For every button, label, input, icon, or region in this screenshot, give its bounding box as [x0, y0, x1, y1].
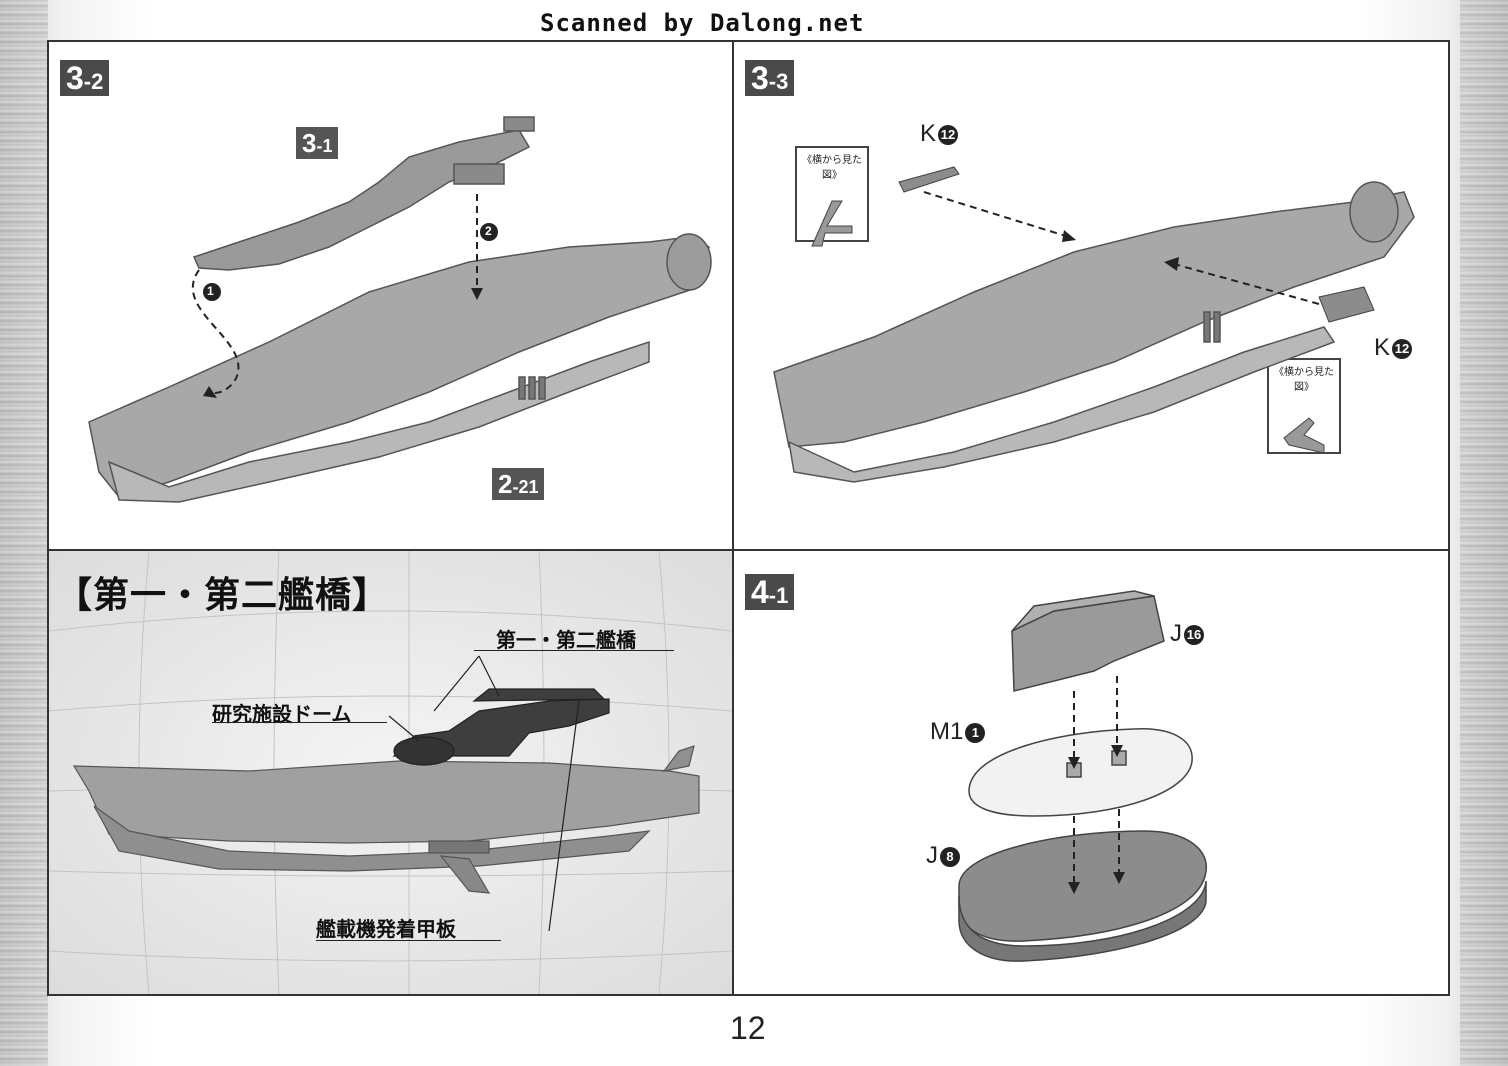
part-m1-1 — [968, 728, 1193, 817]
side-view-box-left: 《横から見た図》 — [795, 146, 869, 247]
callout-main: 3 — [302, 128, 317, 158]
step-badge-3-3: 3-3 — [745, 60, 795, 96]
side-view-diagram — [1283, 417, 1325, 454]
k12-part-top — [898, 166, 960, 193]
left-edge-texture — [0, 0, 48, 1066]
scan-watermark: Scanned by Dalong.net — [540, 9, 865, 37]
callout-sub: -21 — [512, 477, 539, 497]
order-marker-1 — [203, 283, 221, 301]
ship-assembly-illustration-3-3 — [773, 166, 1415, 483]
label-flight-deck: 艦載機発着甲板 — [316, 917, 456, 941]
ship-assembly-illustration-3-2 — [88, 116, 712, 503]
stand-assembly-illustration-4-1 — [958, 590, 1207, 962]
callout-sub: -1 — [316, 136, 333, 156]
side-view-caption: 《横から見た図》 — [802, 155, 862, 181]
part-letter: J — [926, 842, 938, 869]
part-j16 — [1011, 590, 1165, 692]
vertical-divider — [732, 40, 734, 996]
part-letter: K — [920, 120, 937, 147]
side-view-caption: 《横から見た図》 — [1274, 367, 1334, 393]
leader-line-bridges — [474, 650, 674, 651]
part-letter: M1 — [930, 718, 964, 745]
step-number: 3 — [66, 60, 84, 96]
label-first-second-bridge: 第一・第二艦橋 — [496, 628, 636, 652]
part-letter: J — [1170, 620, 1182, 647]
part-j8 — [958, 830, 1207, 962]
leader-line-dome — [212, 722, 387, 723]
step-badge-3-2: 3-2 — [60, 60, 110, 96]
bridge-section-title: 【第一・第二艦橋】 — [56, 574, 390, 616]
order-marker-2 — [480, 223, 498, 241]
part-number: 1 — [965, 722, 986, 743]
order-marker-2-label: 2 — [485, 224, 492, 238]
part-letter: K — [1374, 334, 1391, 361]
upper-deck-part — [192, 116, 535, 271]
main-hull — [88, 233, 712, 503]
bridge-ship-illustration — [72, 655, 700, 932]
part-number: 12 — [1392, 338, 1413, 359]
callout-main: 2 — [498, 469, 513, 499]
k12-part-right — [1318, 286, 1375, 323]
callout-2-21: 2-21 — [492, 468, 545, 500]
part-number: 12 — [938, 124, 959, 145]
step-badge-4-1: 4-1 — [745, 574, 795, 610]
part-number: 16 — [1184, 624, 1204, 645]
side-view-diagram — [811, 200, 853, 247]
bridge-structures — [392, 688, 610, 766]
page-number: 12 — [730, 1010, 766, 1046]
step-number: 4 — [751, 574, 769, 610]
callout-3-1: 3-1 — [296, 127, 339, 159]
order-marker-1-label: 1 — [207, 284, 214, 298]
right-edge-texture — [1460, 0, 1508, 1066]
step-number: 3 — [751, 60, 769, 96]
side-view-box-right: 《横から見た図》 — [1267, 358, 1341, 454]
ship-side-profile — [72, 745, 700, 894]
step-sub: -1 — [768, 583, 789, 608]
horizontal-divider — [47, 549, 1450, 551]
step-sub: -3 — [768, 69, 789, 94]
step-sub: -2 — [83, 69, 104, 94]
main-hull — [773, 181, 1415, 483]
part-number: 8 — [940, 846, 960, 867]
leader-line-deck — [316, 940, 501, 941]
